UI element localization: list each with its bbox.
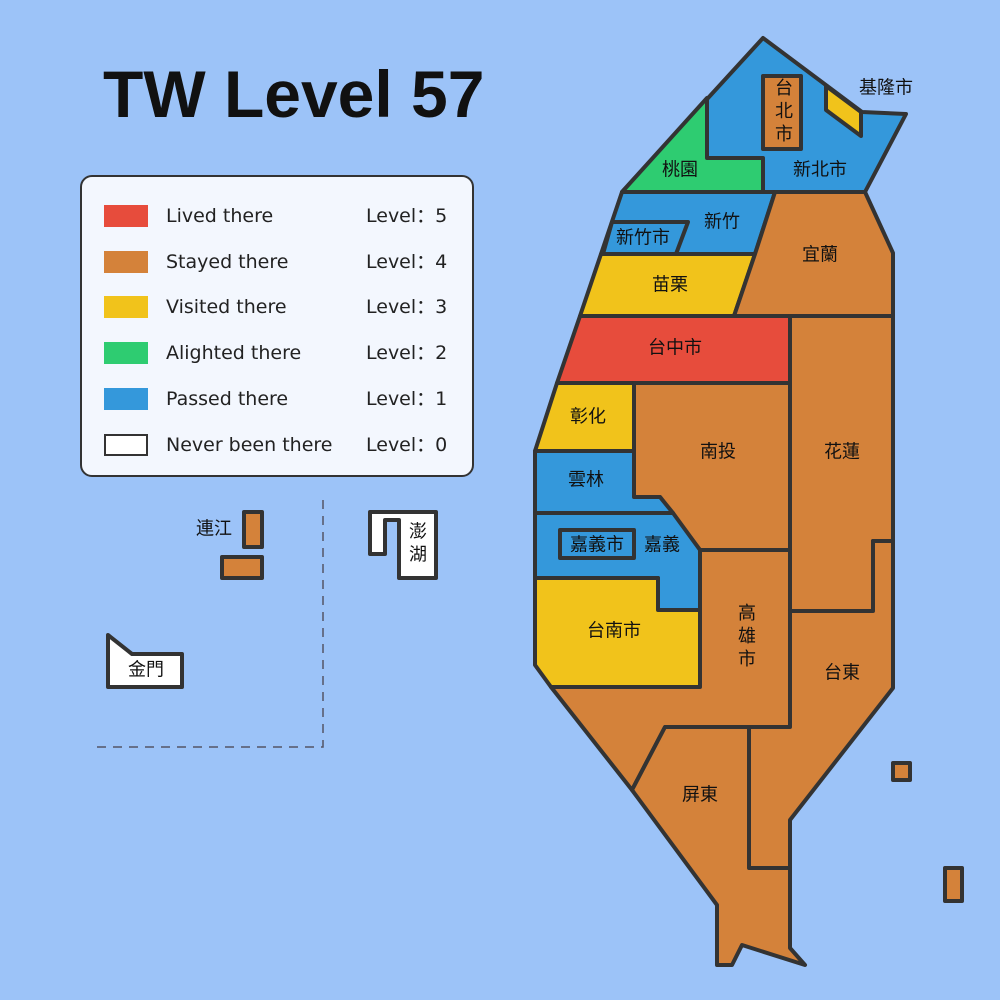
region-chiayi-city[interactable] — [558, 528, 636, 560]
label-taipei: 台北市 — [772, 78, 793, 147]
label-taichung: 台中市 — [648, 338, 702, 359]
legend-swatch — [104, 251, 148, 273]
label-pingtung: 屏東 — [682, 785, 718, 806]
label-nantou: 南投 — [700, 442, 736, 463]
label-hualien: 花蓮 — [824, 442, 860, 463]
label-kaohsiung: 高雄市 — [735, 603, 756, 672]
legend-swatch — [104, 388, 148, 410]
region-lienchiang-north[interactable] — [242, 510, 264, 549]
legend-item: Alighted there Level：2 — [104, 340, 454, 366]
legend-level: Level：3 — [366, 296, 448, 318]
inset-divider — [92, 500, 324, 748]
legend-level: Level：4 — [366, 251, 448, 273]
label-changhua: 彰化 — [570, 407, 606, 428]
legend-label: Lived there — [166, 205, 274, 227]
label-kinmen: 金門 — [128, 660, 164, 681]
page-title: TW Level 57 — [103, 57, 485, 131]
legend-swatch — [104, 205, 148, 227]
label-hsinchu-city: 新竹市 — [616, 228, 670, 249]
region-taoyuan[interactable] — [620, 96, 765, 194]
legend-item: Visited there Level：3 — [104, 294, 454, 320]
legend: Lived there Level：5 Stayed there Level：4 V… — [80, 175, 474, 477]
label-xinbei: 新北市 — [793, 160, 847, 181]
label-lienchiang: 連江 — [196, 519, 232, 540]
legend-level: Level：5 — [366, 205, 448, 227]
region-penghu[interactable] — [368, 510, 438, 580]
label-chiayi: 嘉義 — [644, 535, 680, 556]
label-taoyuan: 桃園 — [662, 160, 698, 181]
label-penghu-2: 湖 — [409, 545, 427, 566]
legend-item: Never been there Level：0 — [104, 432, 454, 458]
label-taitung: 台東 — [824, 663, 860, 684]
legend-swatch — [104, 296, 148, 318]
label-keelung: 基隆市 — [859, 78, 913, 99]
legend-label: Stayed there — [166, 251, 289, 273]
legend-item: Stayed there Level：4 — [104, 249, 454, 275]
legend-swatch — [104, 342, 148, 364]
region-keelung[interactable] — [824, 84, 863, 138]
legend-item: Lived there Level：5 — [104, 203, 454, 229]
label-hsinchu: 新竹 — [704, 212, 740, 233]
region-taitung[interactable] — [747, 539, 895, 870]
label-tainan: 台南市 — [587, 621, 641, 642]
region-lienchiang-south[interactable] — [220, 555, 264, 580]
region-kinmen[interactable] — [106, 633, 184, 689]
legend-swatch — [104, 434, 148, 456]
legend-label: Passed there — [166, 388, 289, 410]
legend-level: Level：1 — [366, 388, 448, 410]
label-penghu-1: 澎 — [409, 522, 427, 543]
label-yilan: 宜蘭 — [802, 245, 838, 266]
legend-label: Alighted there — [166, 342, 302, 364]
label-miaoli: 苗栗 — [652, 275, 688, 296]
label-chiayi-city: 嘉義市 — [570, 535, 624, 556]
island-orchid-island[interactable] — [943, 866, 964, 903]
label-yunlin: 雲林 — [568, 470, 604, 491]
island-green-island[interactable] — [891, 761, 912, 782]
legend-item: Passed there Level：1 — [104, 386, 454, 412]
legend-label: Never been there — [166, 434, 333, 456]
region-pingtung[interactable] — [630, 725, 807, 967]
legend-level: Level：2 — [366, 342, 448, 364]
region-taipei[interactable] — [761, 74, 803, 151]
legend-label: Visited there — [166, 296, 287, 318]
legend-level: Level：0 — [366, 434, 448, 456]
